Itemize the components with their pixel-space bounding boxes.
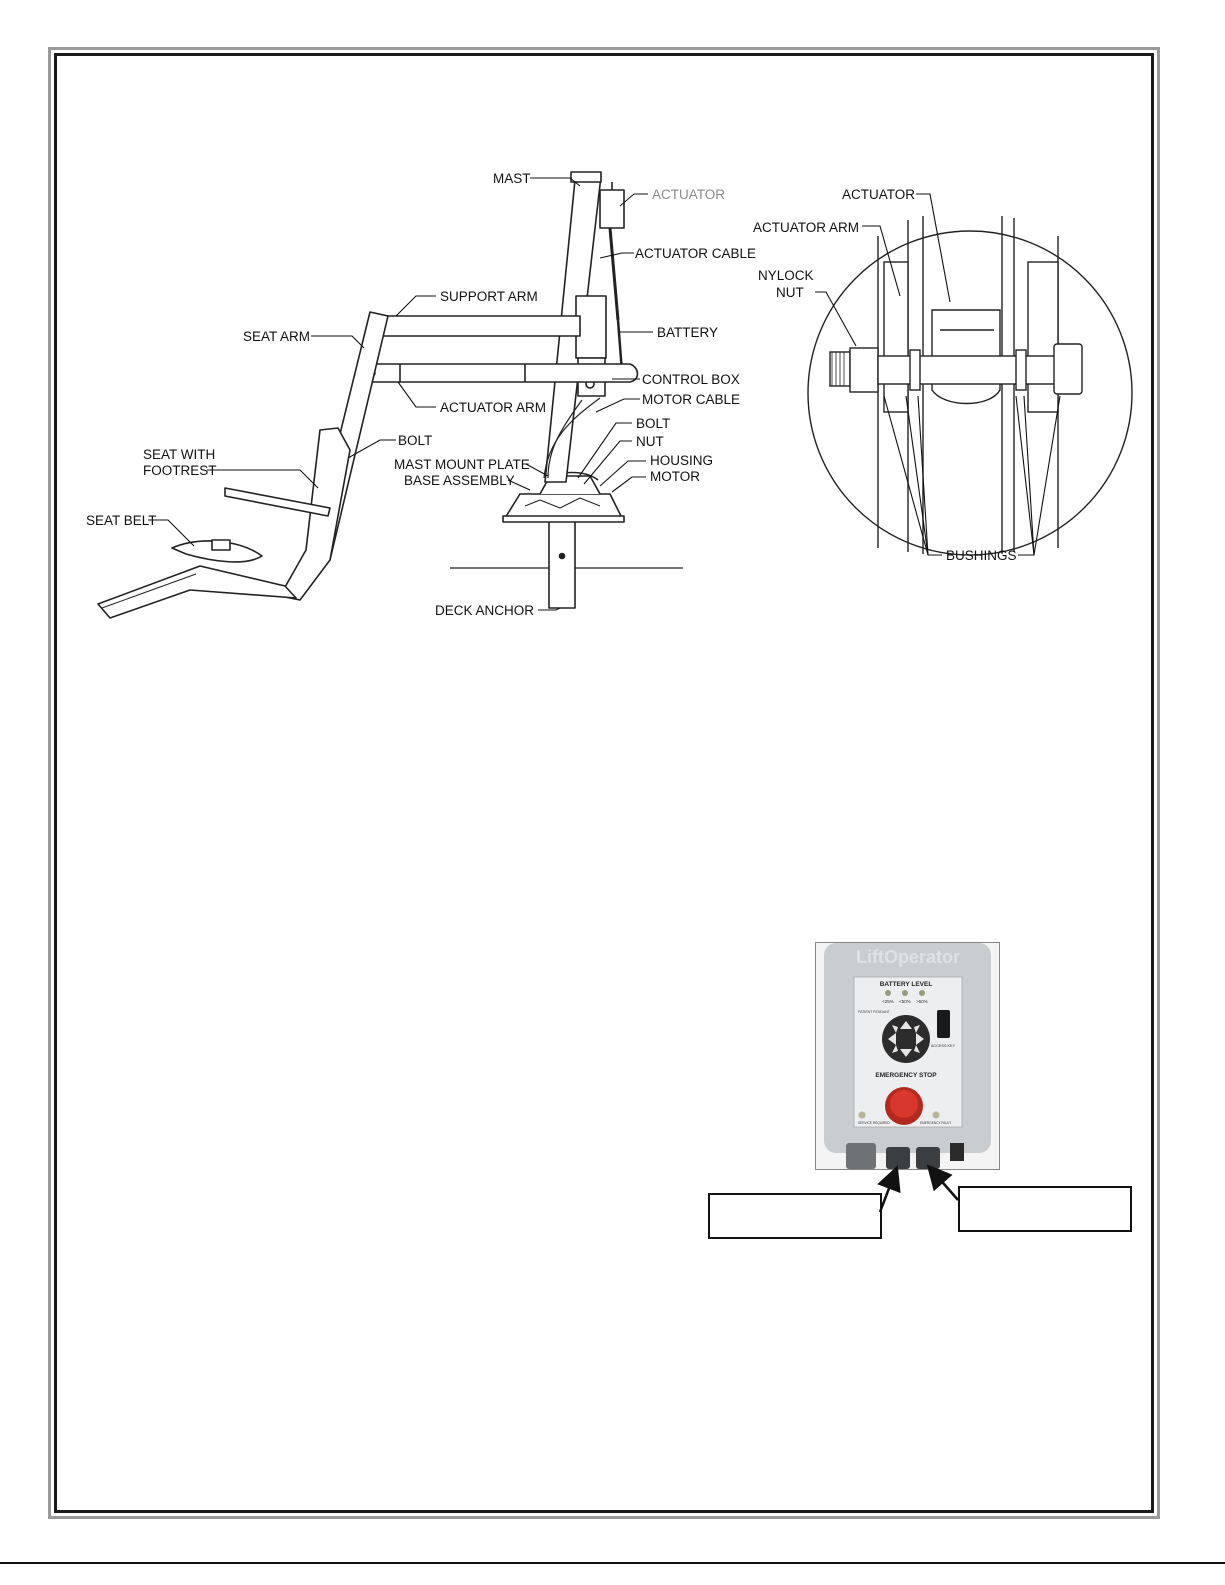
label-support-arm: SUPPORT ARM [440, 289, 538, 304]
emergency-stop-label: EMERGENCY STOP [875, 1072, 937, 1079]
label-footrest: FOOTREST [143, 463, 217, 478]
label-housing: HOUSING [650, 453, 713, 468]
access-key-switch [937, 1010, 950, 1038]
label-mast: MAST [493, 171, 531, 186]
label-battery: BATTERY [657, 325, 718, 340]
level-low: <25% [882, 999, 894, 1004]
label-deck-anchor: DECK ANCHOR [435, 603, 534, 618]
label-mast-mount-plate: MAST MOUNT PLATE [394, 457, 530, 472]
label-bolt-seat: BOLT [398, 433, 432, 448]
label-motor-cable: MOTOR CABLE [642, 392, 740, 407]
battery-level-label: BATTERY LEVEL [880, 981, 933, 988]
label-nut: NUT [636, 434, 664, 449]
battery-shape [575, 295, 607, 359]
emergency-fault-label: EMERGENCY FAULT [920, 1121, 951, 1125]
access-key-label: ACCESS KEY [931, 1044, 956, 1048]
control-panel-photo: LiftOperator BATTERY LEVEL <25% <50% >50… [815, 942, 1000, 1170]
control-panel-drawing: LiftOperator BATTERY LEVEL <25% <50% >50… [824, 943, 991, 1169]
callout-box-left [708, 1193, 882, 1239]
callout-arrow-right [926, 1164, 959, 1201]
level-high: >50% [916, 999, 928, 1004]
label-base-assembly: BASE ASSEMBLY [404, 473, 515, 488]
label-bolt-upper: BOLT [636, 416, 670, 431]
label-actuator-arm: ACTUATOR ARM [440, 400, 546, 415]
label-actuator: ACTUATOR [652, 187, 725, 202]
detail-label-bushings: BUSHINGS [946, 548, 1017, 563]
label-control-box: CONTROL BOX [642, 372, 740, 387]
label-seat-belt: SEAT BELT [86, 513, 157, 528]
detail-label-nut: NUT [776, 285, 804, 300]
connector-left [846, 1143, 876, 1169]
actuator-shape [599, 189, 625, 229]
label-seat-with: SEAT WITH [143, 447, 215, 462]
footer-rule [0, 1562, 1225, 1564]
deck-anchor-shape [548, 519, 576, 609]
detail-label-nylock: NYLOCK [758, 268, 814, 283]
label-motor: MOTOR [650, 469, 700, 484]
label-actuator-cable: ACTUATOR CABLE [635, 246, 756, 261]
page-border-inner [54, 53, 1154, 1513]
detail-label-actuator-arm: ACTUATOR ARM [753, 220, 859, 235]
detail-circle [807, 230, 1133, 556]
seat-belt-shape [171, 540, 263, 563]
callout-arrow-left [877, 1165, 901, 1213]
footrest-shape [97, 565, 297, 619]
callout-box-right [958, 1186, 1132, 1232]
service-required-label: SERVICE REQUIRED [858, 1121, 890, 1125]
level-mid: <50% [899, 999, 911, 1004]
connector-center [886, 1147, 910, 1169]
patient-pendant-label: PATIENT PENDANT [858, 1010, 891, 1014]
page-border-outer [48, 47, 1160, 1519]
detail-label-actuator: ACTUATOR [842, 187, 915, 202]
detail-view [807, 216, 1133, 556]
connector-right [916, 1147, 940, 1169]
seat-shape [224, 487, 331, 517]
brand-logo: LiftOperator [856, 947, 960, 967]
label-seat-arm: SEAT ARM [243, 329, 310, 344]
emergency-stop-button [890, 1090, 918, 1118]
